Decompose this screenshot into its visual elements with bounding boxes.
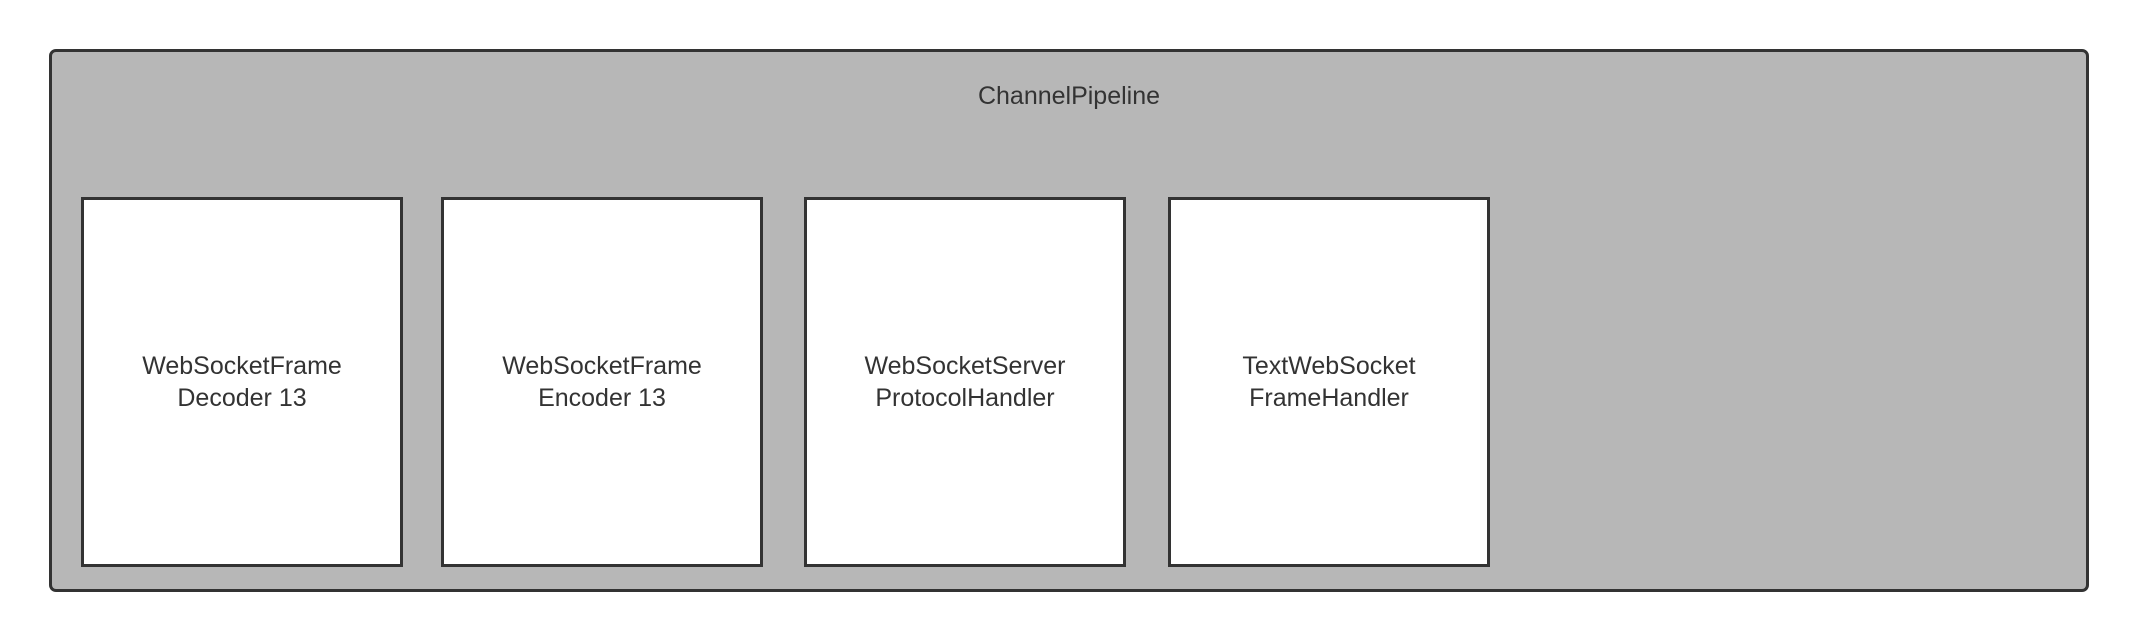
- handler-label-line1: WebSocketServer: [864, 352, 1066, 380]
- handler-label-line1: TextWebSocket: [1242, 352, 1416, 380]
- channel-pipeline-container: ChannelPipeline WebSocketFrame Decoder 1…: [49, 49, 2089, 592]
- handler-label-line2: Decoder 13: [177, 384, 307, 412]
- handler-websocket-frame-decoder: WebSocketFrame Decoder 13: [81, 197, 403, 567]
- handler-label-line1: WebSocketFrame: [142, 352, 342, 380]
- handler-label-line2: Encoder 13: [538, 384, 666, 412]
- handler-label-line2: ProtocolHandler: [875, 384, 1055, 412]
- handler-websocket-frame-encoder: WebSocketFrame Encoder 13: [441, 197, 763, 567]
- handler-text-websocket-frame: TextWebSocket FrameHandler: [1168, 197, 1490, 567]
- handler-websocket-server-protocol: WebSocketServer ProtocolHandler: [804, 197, 1126, 567]
- handler-label-line1: WebSocketFrame: [502, 352, 702, 380]
- handler-label-line2: FrameHandler: [1249, 384, 1409, 412]
- pipeline-title: ChannelPipeline: [977, 82, 1161, 110]
